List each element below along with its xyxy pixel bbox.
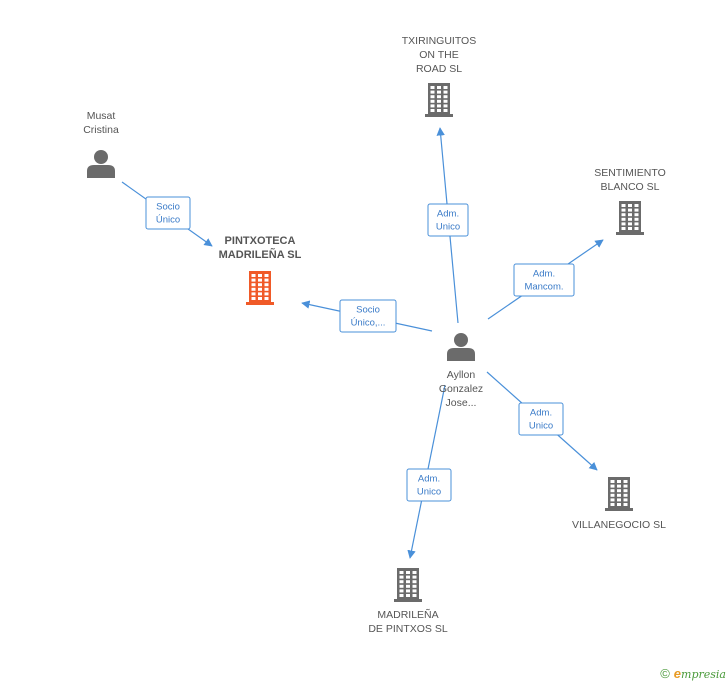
person-icon bbox=[87, 150, 115, 178]
edge-label-line: Unico bbox=[436, 222, 460, 233]
edge-label-line: Adm. bbox=[418, 474, 440, 485]
node-label-line: PINTXOTECA bbox=[225, 235, 296, 247]
node-label-line: SENTIMIENTO bbox=[594, 167, 666, 179]
edge-label-line: Mancom. bbox=[524, 282, 563, 293]
building-icon bbox=[394, 568, 422, 602]
edge-label-line: Unico bbox=[529, 421, 553, 432]
node-label-line: Cristina bbox=[83, 124, 119, 136]
edge-label-box bbox=[145, 196, 191, 230]
edge-label-ayllon-to-sentimiento[interactable]: Adm. Mancom. bbox=[513, 263, 575, 297]
edge-label-box bbox=[339, 299, 397, 333]
copyright-symbol: © bbox=[660, 666, 670, 681]
edge-label-line: Unico bbox=[417, 487, 441, 498]
building-icon bbox=[605, 477, 633, 511]
edge-label-line: Adm. bbox=[530, 408, 552, 419]
node-label-line: DE PINTXOS SL bbox=[368, 623, 448, 635]
person-icon bbox=[447, 333, 475, 361]
node-label-line: Ayllon bbox=[447, 369, 476, 381]
node-label-line: BLANCO SL bbox=[601, 181, 660, 193]
edge-label-box bbox=[513, 263, 575, 297]
edge-label-ayllon-to-txiringuitos[interactable]: Adm. Unico bbox=[427, 203, 469, 237]
node-label-line: ON THE bbox=[419, 49, 458, 61]
edge-label-line: Adm. bbox=[437, 209, 459, 220]
building-icon bbox=[246, 271, 274, 305]
node-label-line: TXIRINGUITOS bbox=[402, 35, 476, 47]
edge-label-ayllon-to-madrilena[interactable]: Adm. Unico bbox=[406, 468, 452, 502]
edge-label-box bbox=[518, 402, 564, 436]
node-label-line: ROAD SL bbox=[416, 63, 462, 75]
edge-label-line: Socio bbox=[356, 305, 380, 316]
building-icon bbox=[616, 201, 644, 235]
node-sentimiento[interactable]: SENTIMIENTO BLANCO SL bbox=[594, 167, 666, 235]
brand-name[interactable]: empresia bbox=[674, 666, 726, 681]
node-label-line: VILLANEGOCIO SL bbox=[572, 519, 666, 531]
node-ayllon[interactable]: AyllonGonzalezJose... bbox=[439, 333, 483, 409]
building-icon bbox=[425, 83, 453, 117]
edge-label-box bbox=[427, 203, 469, 237]
node-label-line: MADRILEÑA bbox=[377, 608, 438, 621]
edge-label-line: Único bbox=[156, 215, 180, 226]
footer-brand: © empresia bbox=[660, 666, 726, 681]
edge-label-line: Único,... bbox=[351, 318, 386, 329]
node-label-line: Musat bbox=[87, 110, 116, 122]
edge-label-box bbox=[406, 468, 452, 502]
node-label-line: Jose... bbox=[446, 397, 477, 409]
brand-rest: mpresia bbox=[681, 668, 726, 681]
edge-label-ayllon-to-villanegocio[interactable]: Adm. Unico bbox=[518, 402, 564, 436]
edge-label-ayllon-to-pintxoteca[interactable]: SocioÚnico,... bbox=[339, 299, 397, 333]
node-label-line: Gonzalez bbox=[439, 383, 483, 395]
node-txiringuitos[interactable]: TXIRINGUITOS ON THE ROAD SL bbox=[402, 35, 476, 117]
edge-label-line: Adm. bbox=[533, 269, 555, 280]
edge-labels-layer: SocioÚnicoSocioÚnico,...Adm.UnicoAdm.Man… bbox=[145, 196, 575, 502]
edges-layer bbox=[121, 127, 604, 559]
brand-first-letter: e bbox=[673, 666, 682, 681]
edge-label-line: Socio bbox=[156, 202, 180, 213]
node-villanegocio[interactable]: VILLANEGOCIO SL bbox=[572, 477, 666, 531]
node-label-line: MADRILEÑA SL bbox=[219, 248, 302, 261]
node-madrilena[interactable]: MADRILEÑA DE PINTXOS SL bbox=[368, 568, 448, 635]
